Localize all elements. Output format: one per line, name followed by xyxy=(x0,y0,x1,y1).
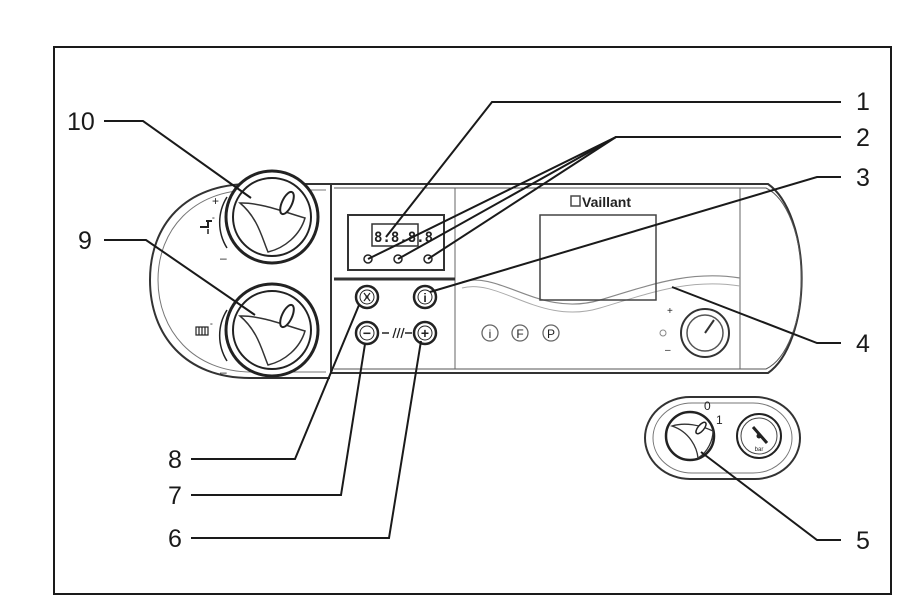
controller-target-icon xyxy=(659,329,667,337)
logo-mark xyxy=(570,195,581,207)
leader-10 xyxy=(104,120,252,199)
heat-icon xyxy=(382,327,412,339)
controller-slot xyxy=(539,214,657,301)
leader-2c xyxy=(427,136,617,260)
minus-button-label: − xyxy=(363,325,371,341)
info-mode-label: i xyxy=(489,327,492,341)
svg-text:°: ° xyxy=(210,322,213,330)
svg-text:°: ° xyxy=(212,216,215,224)
heating-minus: – xyxy=(220,365,227,379)
leader-6 xyxy=(191,340,422,539)
leader-9 xyxy=(104,239,256,316)
display-bezel xyxy=(347,214,445,271)
callout-1: 1 xyxy=(856,88,870,116)
plus-button-label: + xyxy=(421,325,429,341)
radiator-icon: ° xyxy=(195,322,213,336)
gauge-hub xyxy=(756,433,762,439)
main-switch-grip xyxy=(669,423,714,460)
main-switch-pointer xyxy=(695,421,707,435)
leader-2b xyxy=(397,136,617,260)
switch-on-label: 1 xyxy=(716,413,723,427)
callout-10: 10 xyxy=(67,108,95,136)
hot-water-knob-pointer xyxy=(279,190,295,216)
pressure-mode-icon xyxy=(542,324,560,342)
heating-scale xyxy=(218,309,228,362)
chimney-sweep-icon xyxy=(363,292,371,302)
leader-4 xyxy=(671,286,841,344)
chimney-sweep-button[interactable] xyxy=(354,284,380,310)
callout-6: 6 xyxy=(168,525,182,553)
tap-icon: ° xyxy=(200,216,215,234)
callout-3: 3 xyxy=(856,164,870,192)
callout-2: 2 xyxy=(856,124,870,152)
gauge-unit: bar xyxy=(755,447,764,453)
controller-knob[interactable]: + – xyxy=(659,306,730,358)
switch-off-label: 0 xyxy=(704,399,711,413)
heating-temperature-knob[interactable]: – ° xyxy=(195,282,320,379)
callout-numbers: 1 2 3 4 5 6 7 8 9 10 xyxy=(67,88,870,555)
hot-water-temperature-knob[interactable]: + – ° xyxy=(200,169,320,265)
callout-9: 9 xyxy=(78,227,92,255)
minus-button[interactable]: − xyxy=(354,320,380,346)
leader-8 xyxy=(191,304,360,460)
hot-water-plus: + xyxy=(212,194,219,208)
pressure-mode-label: P xyxy=(547,327,555,341)
hot-water-scale xyxy=(218,196,228,249)
info-button[interactable]: i xyxy=(412,284,438,310)
hot-water-minus: – xyxy=(220,251,227,265)
controller-minus: – xyxy=(665,345,671,356)
heating-knob-grip xyxy=(238,315,306,366)
leader-1 xyxy=(385,101,841,238)
main-switch-knob[interactable] xyxy=(664,410,716,462)
controller-knob-pointer xyxy=(704,319,715,334)
knob-housing xyxy=(148,183,330,379)
info-button-face xyxy=(417,289,433,305)
leader-lines xyxy=(104,101,841,541)
fault-mode-icon xyxy=(511,324,529,342)
vaillant-logo: Vaillant xyxy=(570,194,631,210)
leader-7 xyxy=(191,343,366,496)
mode-icons: i F P xyxy=(481,324,560,342)
knob-housing-inner xyxy=(157,189,326,373)
info-button-label: i xyxy=(423,291,426,305)
plus-button[interactable]: + xyxy=(412,320,438,346)
boiler-control-panel xyxy=(148,183,803,379)
callout-8: 8 xyxy=(168,446,182,474)
hot-water-knob-grip xyxy=(238,202,306,253)
panel-outline-inner xyxy=(334,187,802,370)
brand-name: Vaillant xyxy=(582,194,631,210)
callout-7: 7 xyxy=(168,482,182,510)
main-power-switch[interactable]: 0 1 xyxy=(664,399,723,462)
panel-wave-2 xyxy=(461,283,741,313)
heating-knob-pointer xyxy=(279,303,295,329)
minus-button-face xyxy=(359,325,375,341)
leader-5 xyxy=(700,451,841,541)
diagram-frame xyxy=(53,46,892,595)
fault-mode-label: F xyxy=(516,327,523,341)
info-mode-icon xyxy=(481,324,499,342)
switch-housing-inner xyxy=(652,402,793,474)
pressure-gauge: bar xyxy=(736,413,782,459)
controller-plus: + xyxy=(667,306,673,317)
callout-4: 4 xyxy=(856,330,870,358)
callout-5: 5 xyxy=(856,527,870,555)
leader-3 xyxy=(429,176,841,293)
plus-button-face xyxy=(417,325,433,341)
